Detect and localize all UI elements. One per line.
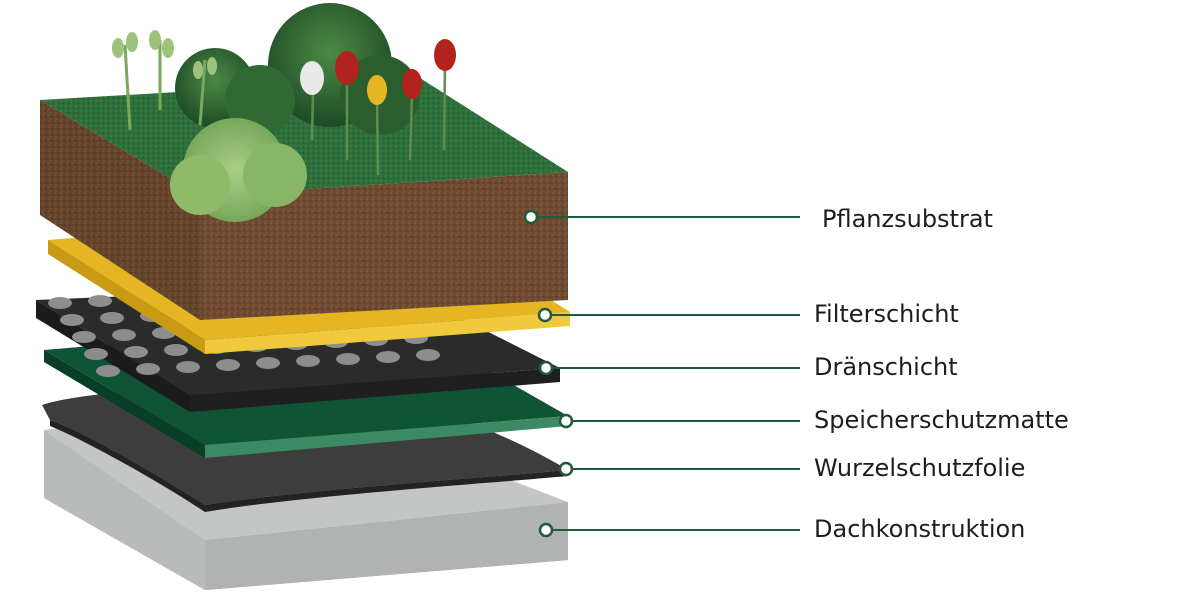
drainage-cup	[256, 357, 280, 369]
drainage-cup	[112, 329, 136, 341]
drainage-cup	[296, 355, 320, 367]
label-speicherschutzmatte: Speicherschutzmatte	[814, 406, 1069, 434]
drainage-cup	[60, 314, 84, 326]
drainage-cup	[176, 361, 200, 373]
drainage-cup	[100, 312, 124, 324]
marker-drainage	[538, 360, 554, 376]
label-wurzelschutzfolie: Wurzelschutzfolie	[814, 454, 1026, 482]
drainage-cup	[124, 346, 148, 358]
drainage-cup	[376, 351, 400, 363]
marker-mat	[558, 413, 574, 429]
drainage-cup	[216, 359, 240, 371]
marker-filter	[537, 307, 553, 323]
label-filterschicht: Filterschicht	[814, 300, 959, 328]
marker-roof	[538, 522, 554, 538]
label-dachkonstruktion: Dachkonstruktion	[814, 515, 1026, 543]
marker-substrate	[523, 209, 539, 225]
label-pflanzsubstrat: Pflanzsubstrat	[822, 205, 993, 233]
drainage-cup	[88, 295, 112, 307]
drainage-cup	[48, 297, 72, 309]
drainage-cup	[164, 344, 188, 356]
drainage-cup	[96, 365, 120, 377]
plants-illustration	[112, 3, 456, 222]
marker-foil	[558, 461, 574, 477]
drainage-cup	[72, 331, 96, 343]
drainage-cup	[336, 353, 360, 365]
substrate-layer	[40, 78, 568, 320]
drainage-cup	[416, 349, 440, 361]
drainage-cup	[84, 348, 108, 360]
label-draenschicht: Dränschicht	[814, 353, 958, 381]
drainage-cup	[136, 363, 160, 375]
leader-lines	[523, 209, 800, 538]
